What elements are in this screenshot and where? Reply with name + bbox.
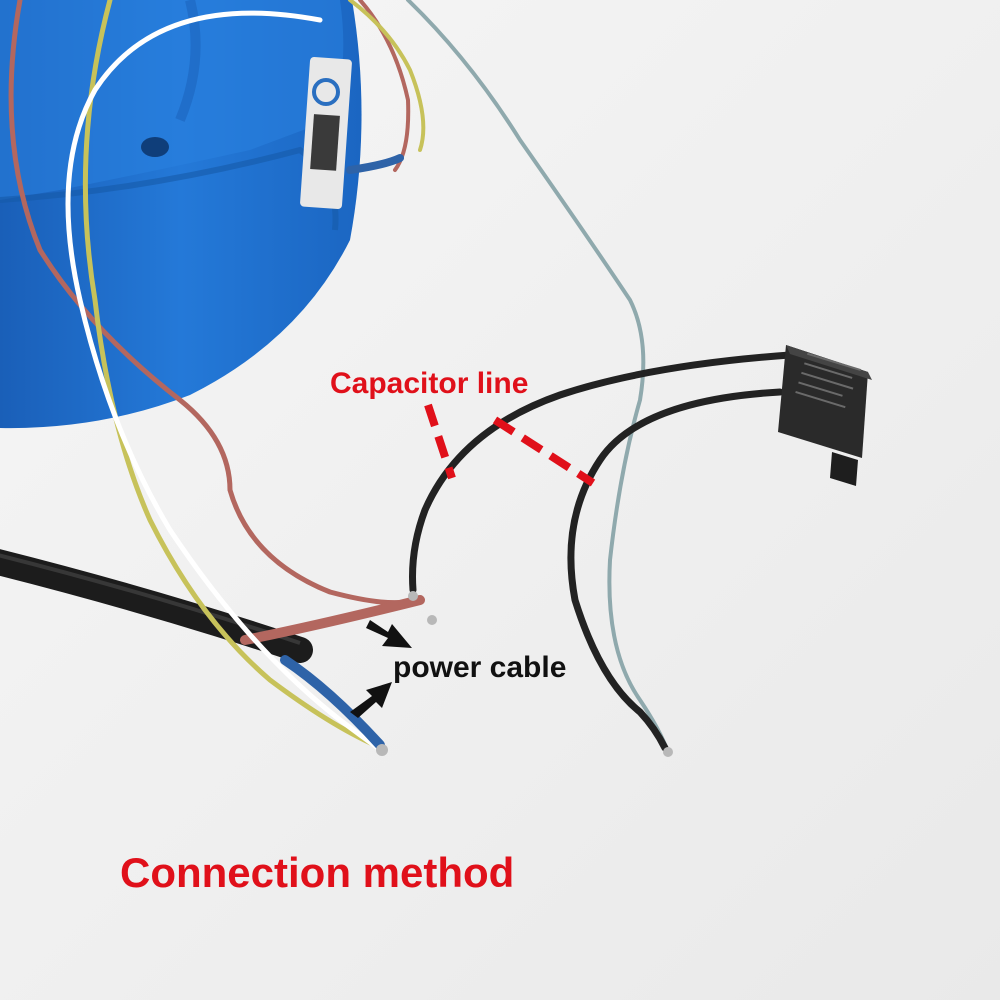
wire-ends [376,591,673,757]
power-cable-label: power cable [393,651,567,684]
red-dashed-line-icon [424,403,596,487]
capacitor [778,345,872,486]
fan-wires [8,0,670,754]
capacitor-line-label: Capacitor line [330,367,529,400]
capacitor-wires [409,351,794,752]
mount-hole [141,137,169,157]
black-arrow-icon [350,620,412,718]
connection-method-label: Connection method [120,849,515,896]
